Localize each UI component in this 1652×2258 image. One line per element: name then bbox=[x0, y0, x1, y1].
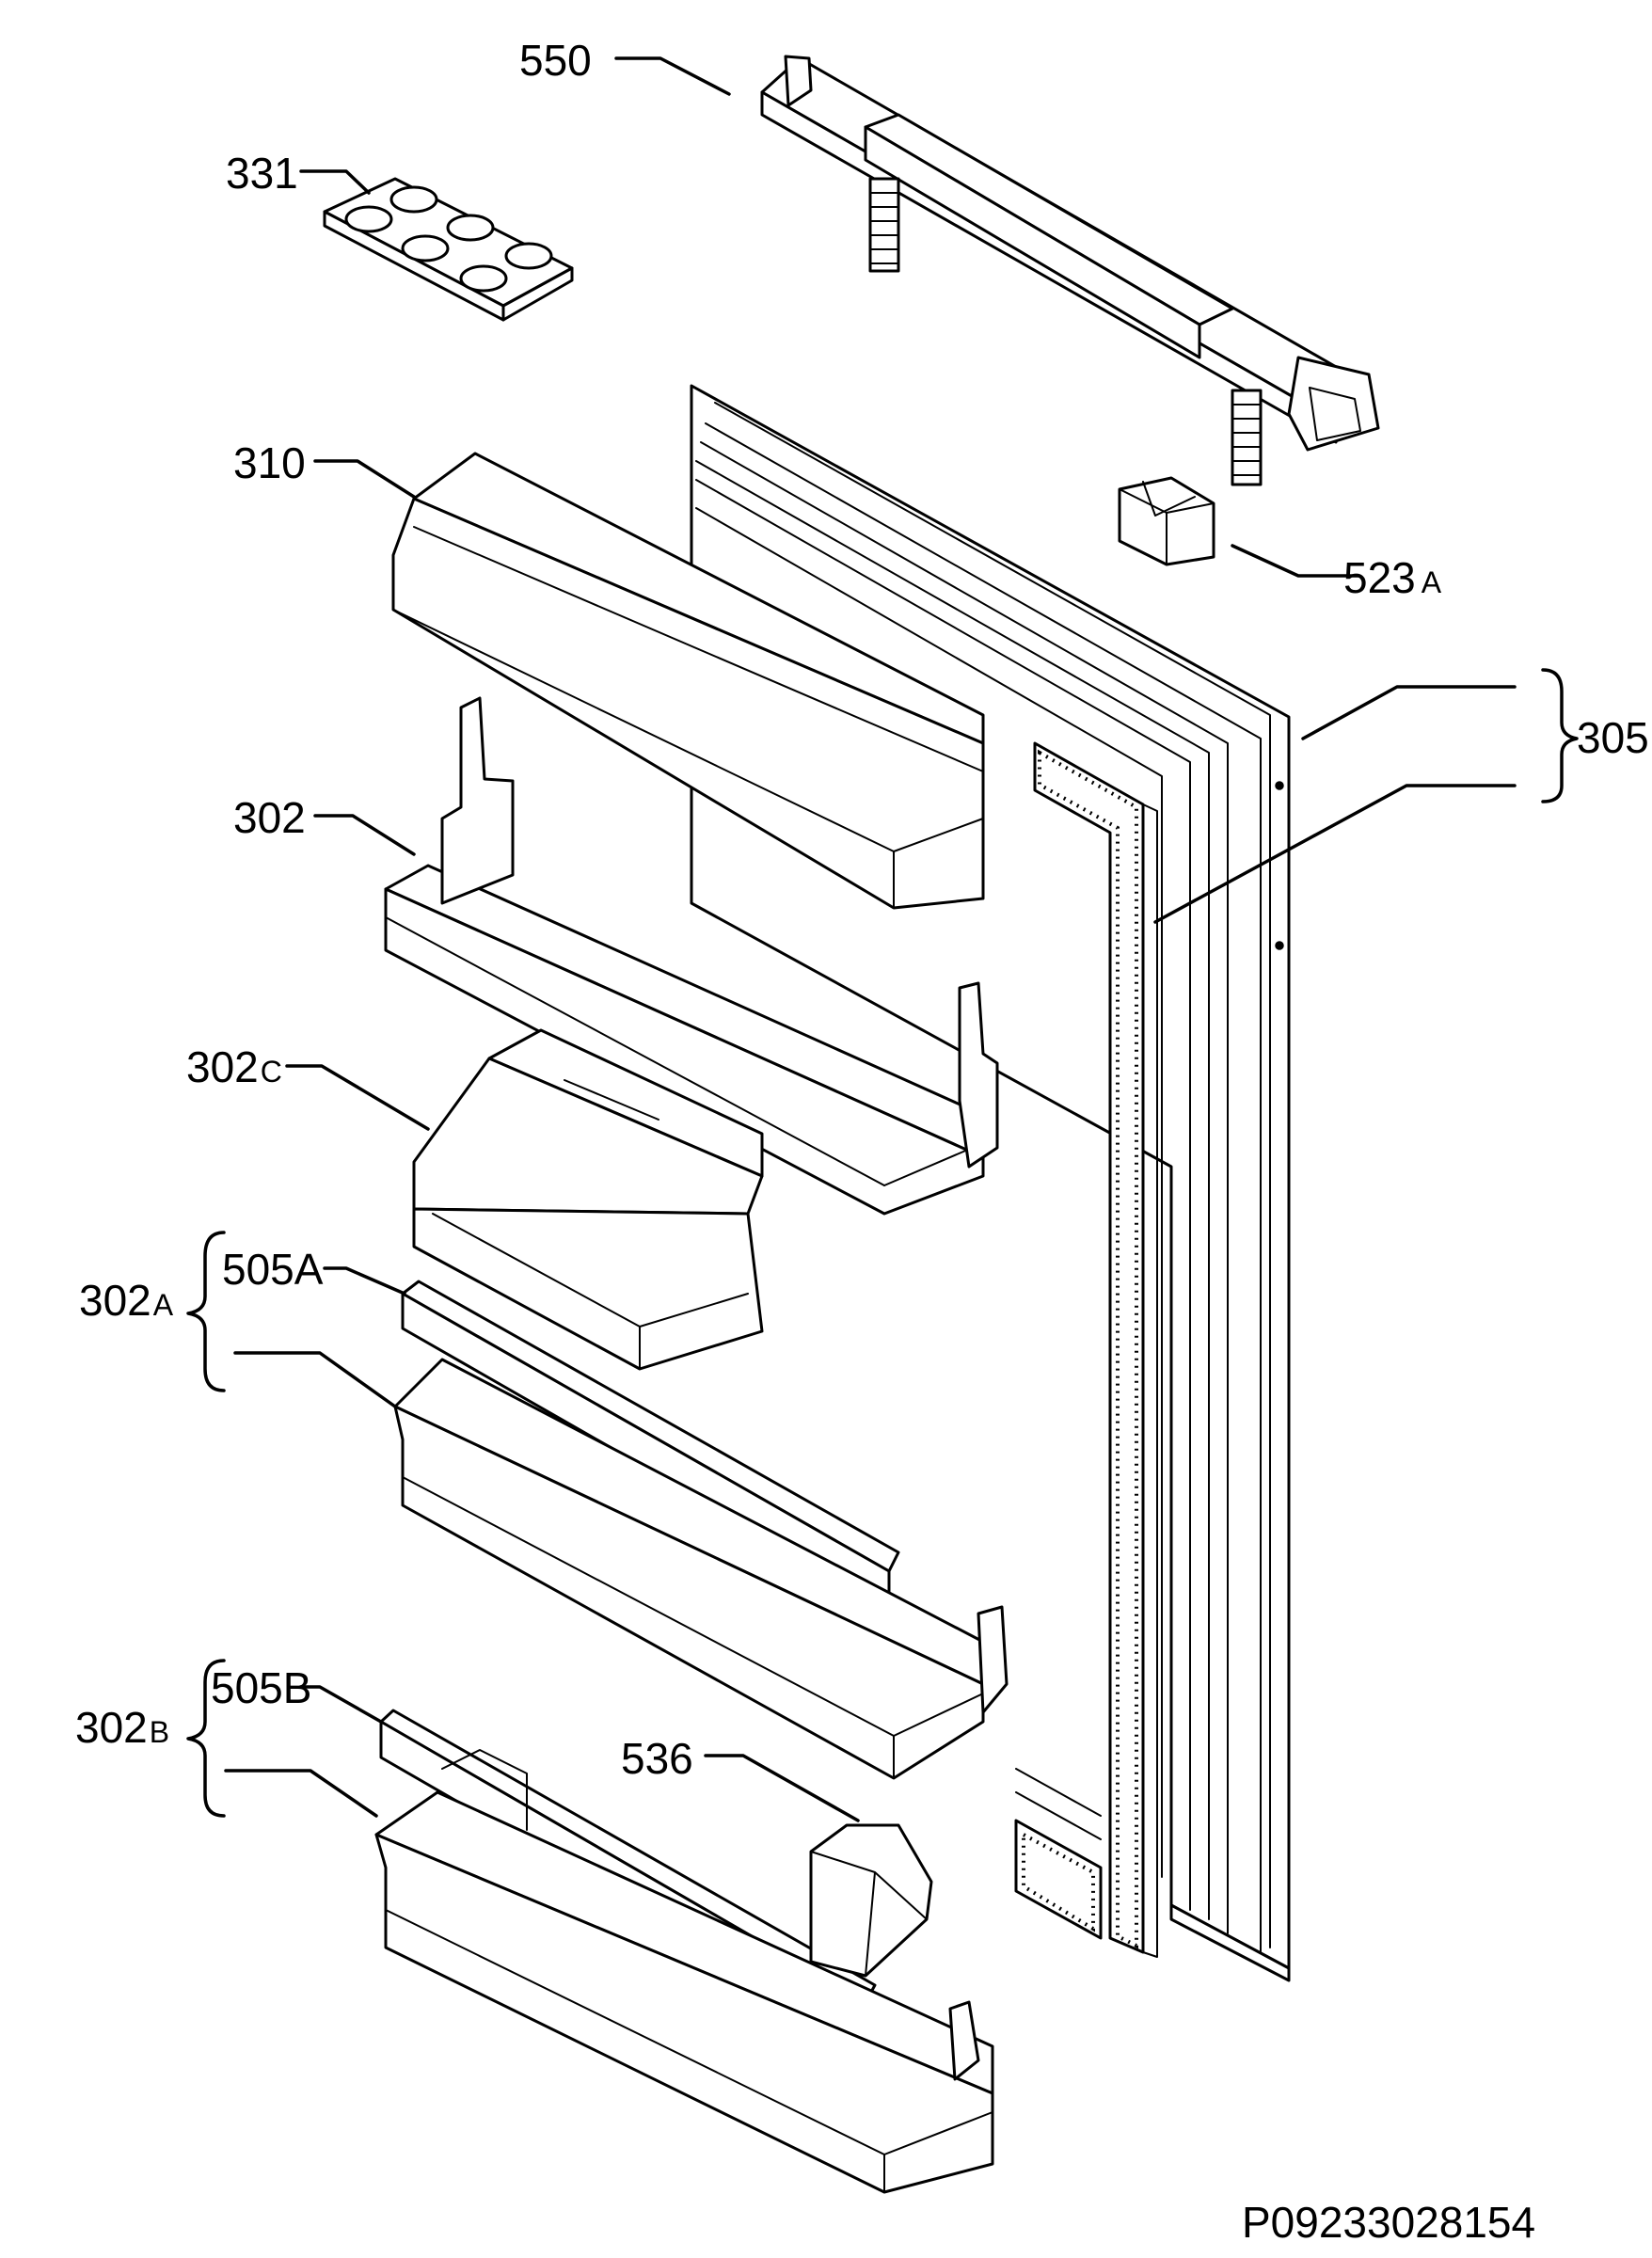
label-302a: 302A bbox=[79, 1276, 174, 1325]
diagram-code: P09233028154 bbox=[1242, 2198, 1535, 2247]
part-536-bottle-holder[interactable] bbox=[809, 1823, 933, 1978]
label-302b: 302B bbox=[75, 1703, 169, 1752]
label-550: 550 bbox=[519, 36, 592, 85]
part-523a-clip[interactable] bbox=[1118, 476, 1215, 566]
part-310-dairy-lid[interactable] bbox=[391, 452, 985, 910]
part-302-upper-shelf[interactable] bbox=[384, 696, 999, 1216]
label-331: 331 bbox=[226, 149, 298, 198]
label-505a: 505A bbox=[222, 1245, 324, 1294]
part-302c-small-cup[interactable] bbox=[412, 1028, 764, 1371]
part-302a-middle-shelf[interactable] bbox=[393, 1358, 1009, 1780]
label-505b: 505B bbox=[211, 1663, 311, 1712]
braces bbox=[186, 668, 1579, 1818]
label-305: 305 bbox=[1577, 713, 1649, 762]
leader-lines bbox=[224, 56, 1517, 1822]
part-302b-bottom-shelf[interactable] bbox=[374, 1749, 994, 2194]
part-550-hinge-rail[interactable] bbox=[760, 55, 1380, 486]
label-310: 310 bbox=[233, 438, 306, 487]
label-302c: 302C bbox=[186, 1042, 282, 1091]
label-302: 302 bbox=[233, 793, 306, 842]
part-331-egg-tray[interactable] bbox=[323, 177, 574, 322]
label-536: 536 bbox=[621, 1734, 693, 1783]
